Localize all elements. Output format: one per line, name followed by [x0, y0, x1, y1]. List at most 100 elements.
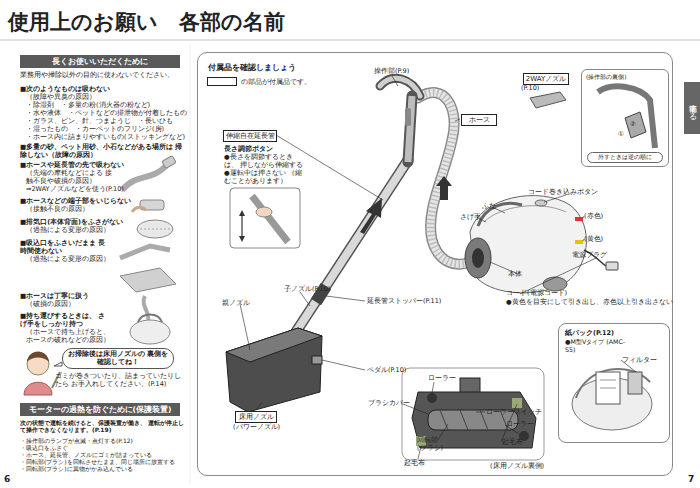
- underside-frame: [402, 368, 544, 460]
- page-number: 6: [4, 474, 10, 485]
- node-text: 付属品を確認しましょう: [208, 62, 296, 73]
- accessory-label-box: 2WAYノズル: [523, 73, 569, 85]
- part-label: ・回転部(ブラシ)に異物がかみ込んでいる: [20, 465, 133, 472]
- direction-arrow: [360, 198, 382, 234]
- part-label: 起毛布: [404, 460, 425, 468]
- character-body: [24, 382, 52, 395]
- part-label: (黄色): [584, 236, 603, 244]
- carry-body-sketch: [130, 320, 170, 344]
- carry-handle-sketch: [138, 315, 162, 323]
- finger-sketch: [132, 207, 146, 212]
- title-rule: [0, 40, 700, 41]
- brush-line: [440, 410, 448, 430]
- leader-line: [544, 195, 566, 202]
- part-label: (赤色): [584, 213, 603, 221]
- accessory-label-box: 床用ノズル: [235, 411, 277, 423]
- part-label: コード(電源コード): [506, 290, 567, 298]
- character: [24, 352, 60, 396]
- part-label: 次の状態で運転を続けると、保護装置が働き、 運転が停止して操作できなくなります。…: [20, 419, 188, 433]
- part-label: ・除湿剤 ・多量の粉(消火器の粉など): [26, 102, 150, 110]
- hose-sketch: [122, 166, 166, 190]
- part-label: 起毛布: [502, 439, 523, 447]
- bubble-tail: [54, 362, 62, 366]
- page-number: 7: [688, 474, 694, 485]
- part-label: ●運転中は押さない （縮むことがあります）: [224, 170, 304, 186]
- caution-sketches: [120, 156, 176, 344]
- part-label: ・ホース、延長管、ノズルにゴミが詰まっている: [20, 451, 152, 458]
- part-label: ■排気口(本体背面)をふさがない: [20, 219, 123, 227]
- arrow-head: [239, 210, 245, 216]
- part-label: ローラー: [428, 375, 456, 383]
- part-label: ②: [630, 121, 636, 129]
- legend-swatch: [207, 77, 237, 86]
- bag-line: [600, 380, 616, 381]
- pipe-outline: [292, 160, 408, 338]
- leader-line: [520, 258, 596, 294]
- leader-line: [240, 304, 250, 350]
- leader-line: [300, 292, 310, 306]
- part-label: フィルター: [622, 357, 657, 365]
- node-text: 長くお使いいただくために: [52, 57, 148, 67]
- leader-line: [583, 239, 584, 241]
- page-title: 使用上のお願い 各部の名前: [8, 8, 285, 36]
- part-label: ・湿ったもの ・カーペットのフリンジ(房): [26, 126, 164, 134]
- character-hair: [27, 352, 49, 363]
- part-label: ■多量の砂、ペット用砂、小石などがある場所は 掃除しない（故障の原因）: [20, 144, 185, 160]
- part-label: （先端の摩耗などによる 接触不良や破損の原因）: [26, 170, 118, 186]
- node-text: 伸縮自在延長管: [226, 131, 275, 141]
- node-text: お掃除後は床用ノズルの 裏側を確認してね！: [66, 351, 170, 367]
- section-band: 長くお使いいただくために: [20, 55, 180, 68]
- yellow-cord-mark: [575, 240, 583, 244]
- part-label: ローラー: [506, 421, 534, 429]
- handle-stem: [408, 96, 412, 162]
- detail-inset: (操作部の裏側)外すときは逆の順に: [581, 69, 669, 167]
- part-label: ・水や液体 ・ペットなどの排泄物が付着したもの: [26, 110, 187, 118]
- carry-handle: [478, 203, 522, 226]
- leader-line: [476, 412, 485, 413]
- part-label: ■次のようなものは吸わない: [20, 86, 110, 94]
- paper-pack-inset: 紙パック(P.12)●M型Vタイプ (AMC-S5): [558, 323, 670, 443]
- part-label: ■吸込口をふさいだまま 長時間使わない: [20, 240, 106, 256]
- part-label: ゴミが巻きついたり、詰まっていたりしたら お手入れしてください。(P.14): [55, 373, 183, 389]
- part-label: ローラースイッチ: [486, 409, 542, 417]
- nozzle-pipe-sketch: [120, 246, 170, 258]
- intake: [465, 238, 491, 278]
- pipe-fill: [292, 160, 408, 338]
- part-label: 電源プラグ: [572, 252, 607, 260]
- part-label: (パワーノズル): [233, 424, 280, 432]
- part-label: ■ホースや延長管の先で吸わない: [20, 162, 124, 170]
- chapter-tab: 準備する: [684, 82, 700, 134]
- parts-frame: 付属品を確認しましょうホース 2WAYノズル (操作部の裏側)外すときは逆の順に伸縮…: [197, 52, 673, 476]
- node-text: ホース: [469, 115, 490, 125]
- body-back-sketch: [137, 220, 173, 238]
- floor-nozzle: [226, 328, 322, 412]
- part-label: コード巻き込みボタン: [528, 189, 598, 197]
- leader-line: [322, 360, 365, 370]
- arrow-head: [239, 236, 245, 242]
- pipe-inset-pipe: [252, 196, 288, 242]
- control-panel: [405, 108, 411, 126]
- lid-line: [484, 206, 566, 222]
- part-label: 長さ調節ボタン: [224, 146, 273, 154]
- part-label: 操作部(P.9): [374, 68, 409, 76]
- exhaust-sketch: [140, 229, 170, 230]
- part-label: ①: [618, 131, 624, 139]
- part-label: (P.10): [521, 85, 539, 93]
- section-band: モーターの過熱を防ぐために(保護装置): [20, 403, 180, 416]
- cord-button: [535, 200, 547, 206]
- vacuum-illustration: [226, 78, 655, 460]
- node-text: 紙パック(P.12): [565, 329, 614, 338]
- part-label: ふた: [482, 203, 496, 211]
- red-cord-mark: [575, 217, 583, 221]
- leader-line: [392, 76, 398, 86]
- nozzle-attach-sketch: [625, 112, 646, 138]
- part-label: ペダル(P.10): [367, 367, 406, 375]
- part-label: ブラシカバー: [368, 400, 410, 408]
- part-label: ・吸込口をふさぐ: [20, 444, 68, 451]
- accessory-label-box: ホース: [461, 114, 497, 126]
- brush-line: [460, 410, 468, 430]
- part-label: （過熱による変形の原因）: [26, 227, 110, 235]
- node-text: ●M型Vタイプ (AMC-S5): [565, 338, 627, 354]
- part-label: ■ホースは丁寧に扱う: [20, 293, 89, 301]
